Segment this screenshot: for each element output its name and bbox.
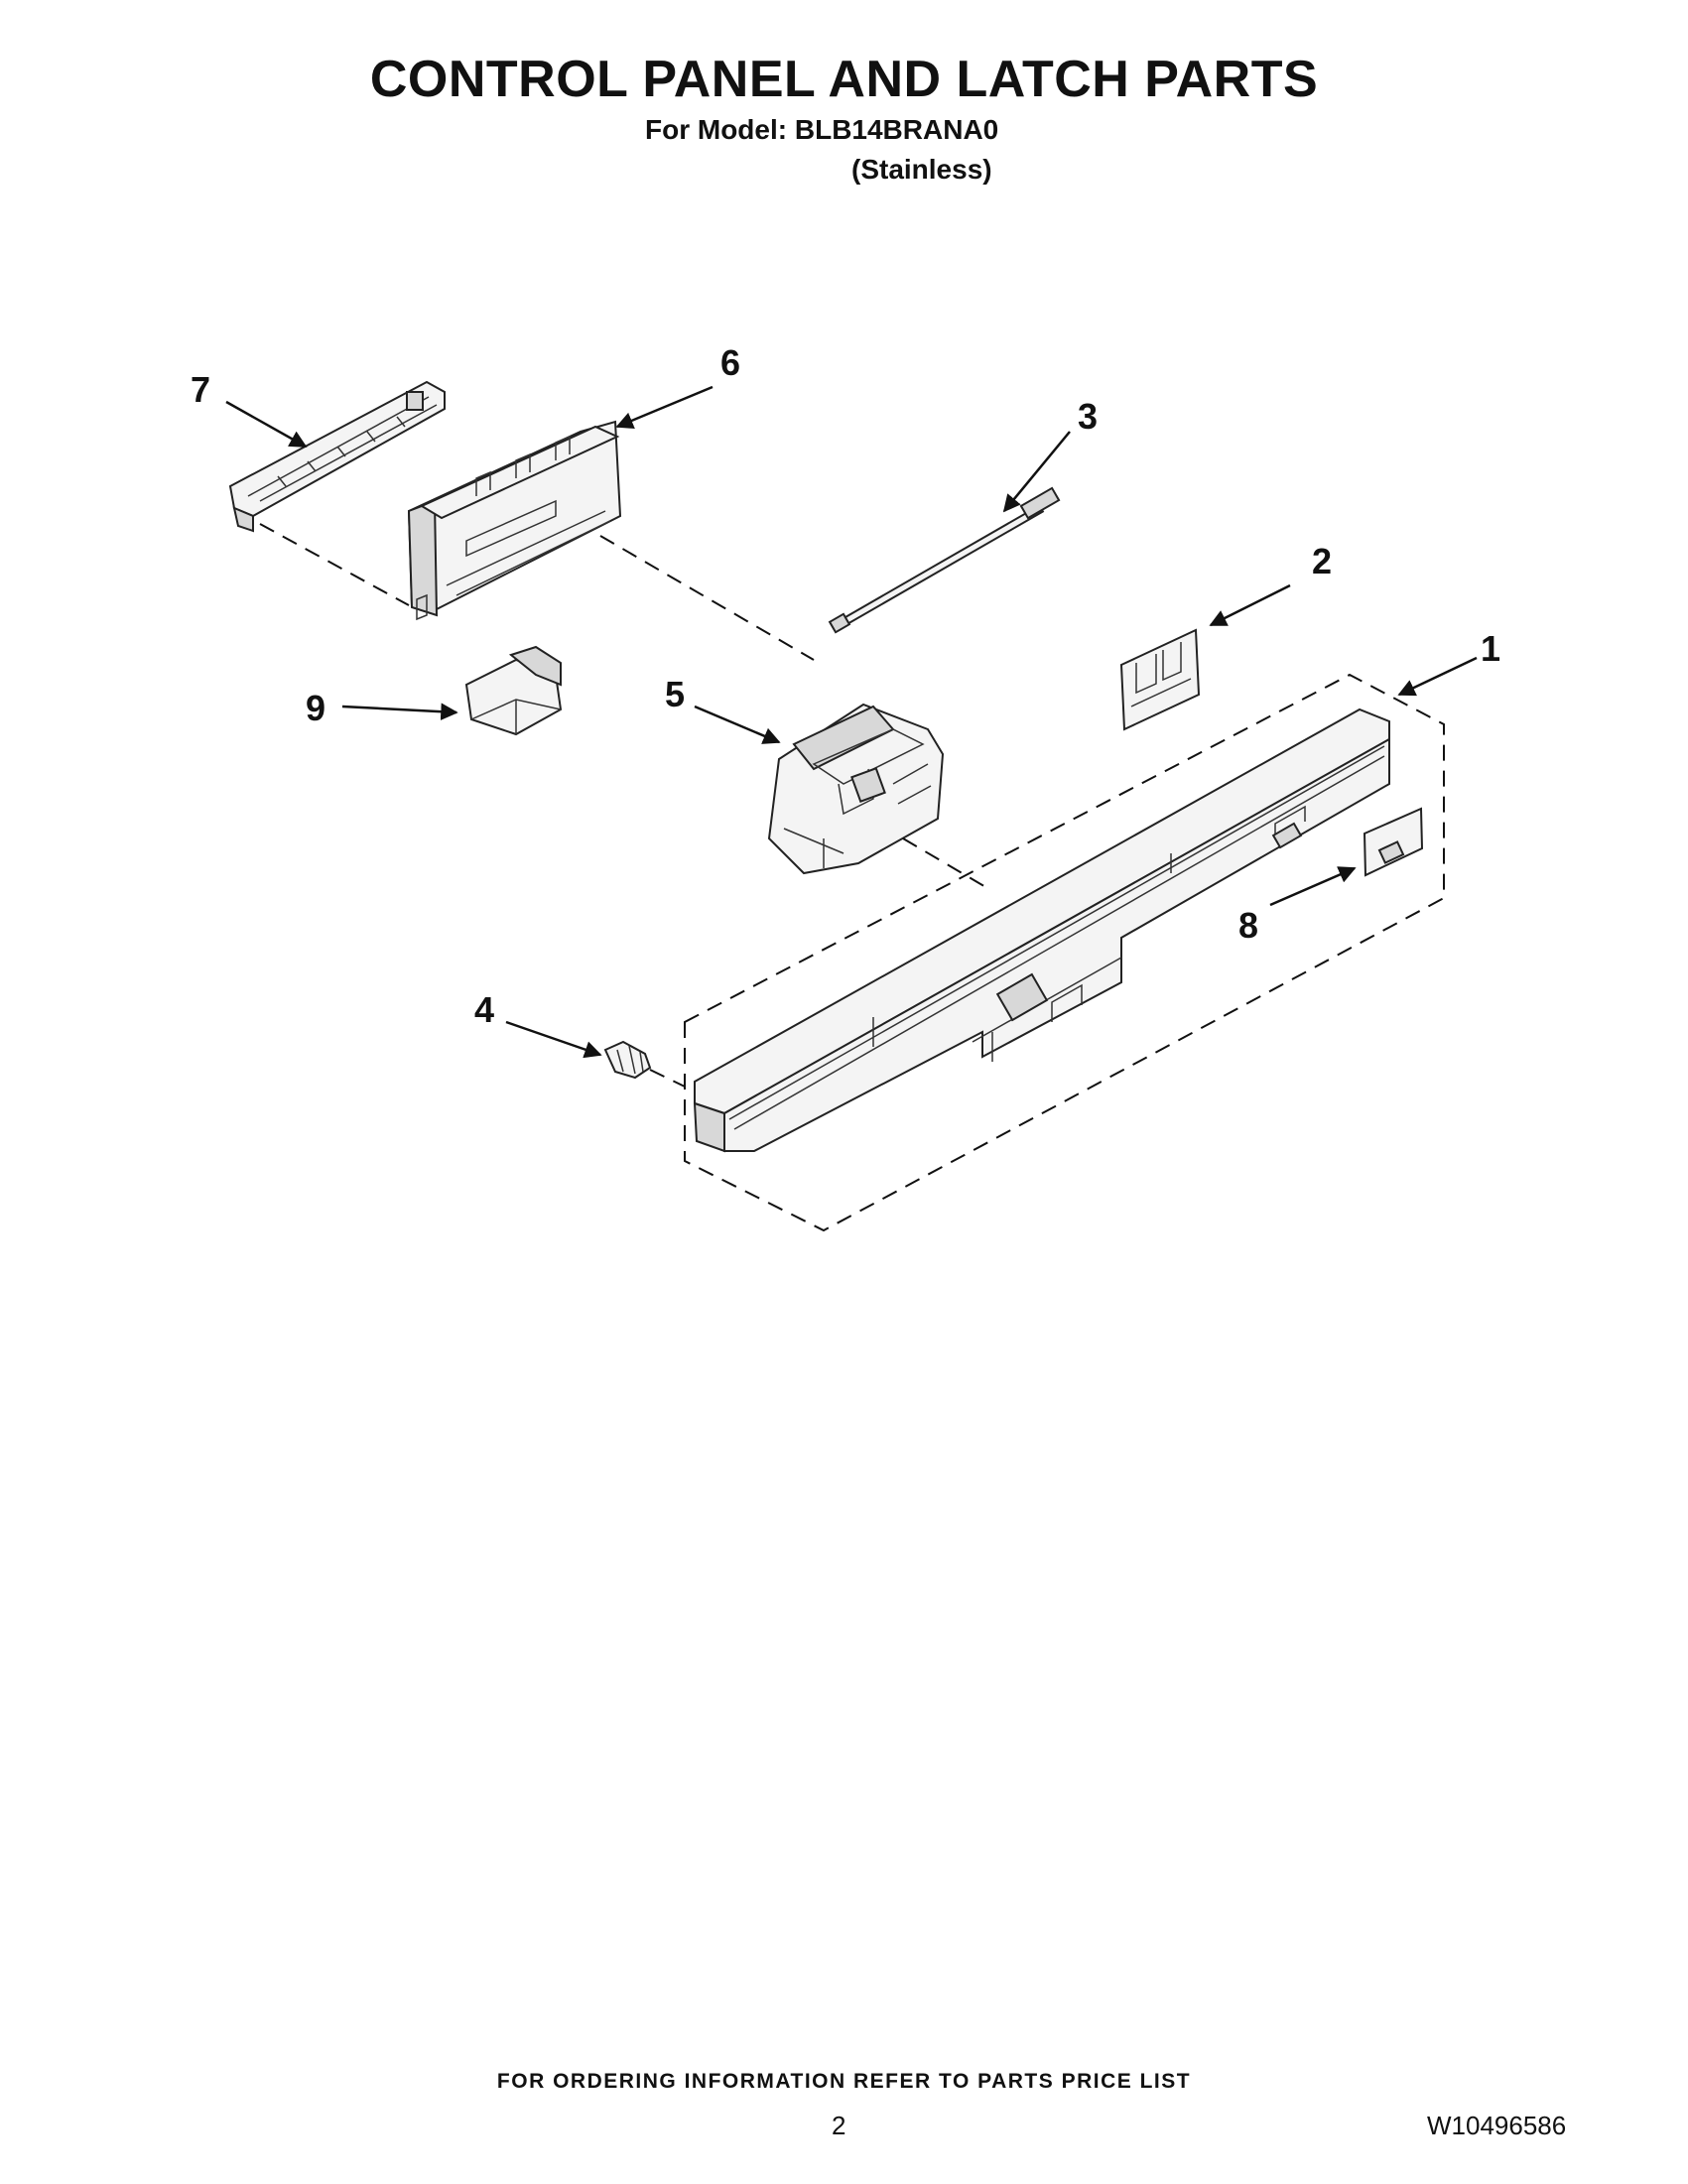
part-3-wire-harness bbox=[828, 486, 1061, 634]
leader-4 bbox=[505, 1020, 602, 1059]
part-1-control-panel bbox=[693, 707, 1390, 1153]
callout-2: 2 bbox=[1312, 541, 1332, 581]
page-number: 2 bbox=[832, 2111, 846, 2140]
callout-4: 4 bbox=[474, 989, 494, 1030]
callout-9: 9 bbox=[306, 688, 325, 728]
page-title: CONTROL PANEL AND LATCH PARTS bbox=[369, 51, 1319, 108]
assembly-line-7-6 bbox=[259, 523, 410, 606]
part-2-plate bbox=[1119, 628, 1201, 731]
callout-7: 7 bbox=[191, 369, 210, 410]
assembly-line-4-1 bbox=[649, 1069, 686, 1088]
part-8-switch-board bbox=[1363, 807, 1424, 877]
part-1-outline bbox=[684, 673, 1445, 1232]
ordering-note: FOR ORDERING INFORMATION REFER TO PARTS … bbox=[496, 2070, 1192, 2093]
variant-label: (Stainless) bbox=[851, 154, 992, 185]
leader-9 bbox=[341, 703, 458, 720]
callout-5: 5 bbox=[665, 674, 685, 714]
document-number: W10496586 bbox=[1427, 2111, 1567, 2140]
leader-7 bbox=[225, 400, 308, 449]
part-4-screw bbox=[603, 1040, 652, 1080]
leader-3 bbox=[1002, 431, 1071, 513]
callout-8: 8 bbox=[1238, 905, 1258, 946]
leader-1 bbox=[1397, 656, 1478, 697]
part-5-latch bbox=[767, 703, 945, 875]
callout-1: 1 bbox=[1481, 628, 1500, 669]
model-label: For Model: BLB14BRANA0 bbox=[645, 114, 999, 145]
part-7-bracket bbox=[228, 380, 446, 533]
leader-6 bbox=[615, 385, 714, 430]
part-9-clip bbox=[464, 645, 563, 736]
part-6-control-housing bbox=[407, 420, 622, 621]
leader-5 bbox=[694, 705, 781, 744]
callout-6: 6 bbox=[720, 342, 740, 383]
leader-8 bbox=[1269, 866, 1357, 907]
assembly-line-5-1 bbox=[902, 837, 988, 889]
leader-2 bbox=[1209, 583, 1291, 627]
assembly-line-6-1 bbox=[599, 535, 815, 661]
callout-3: 3 bbox=[1078, 396, 1098, 437]
